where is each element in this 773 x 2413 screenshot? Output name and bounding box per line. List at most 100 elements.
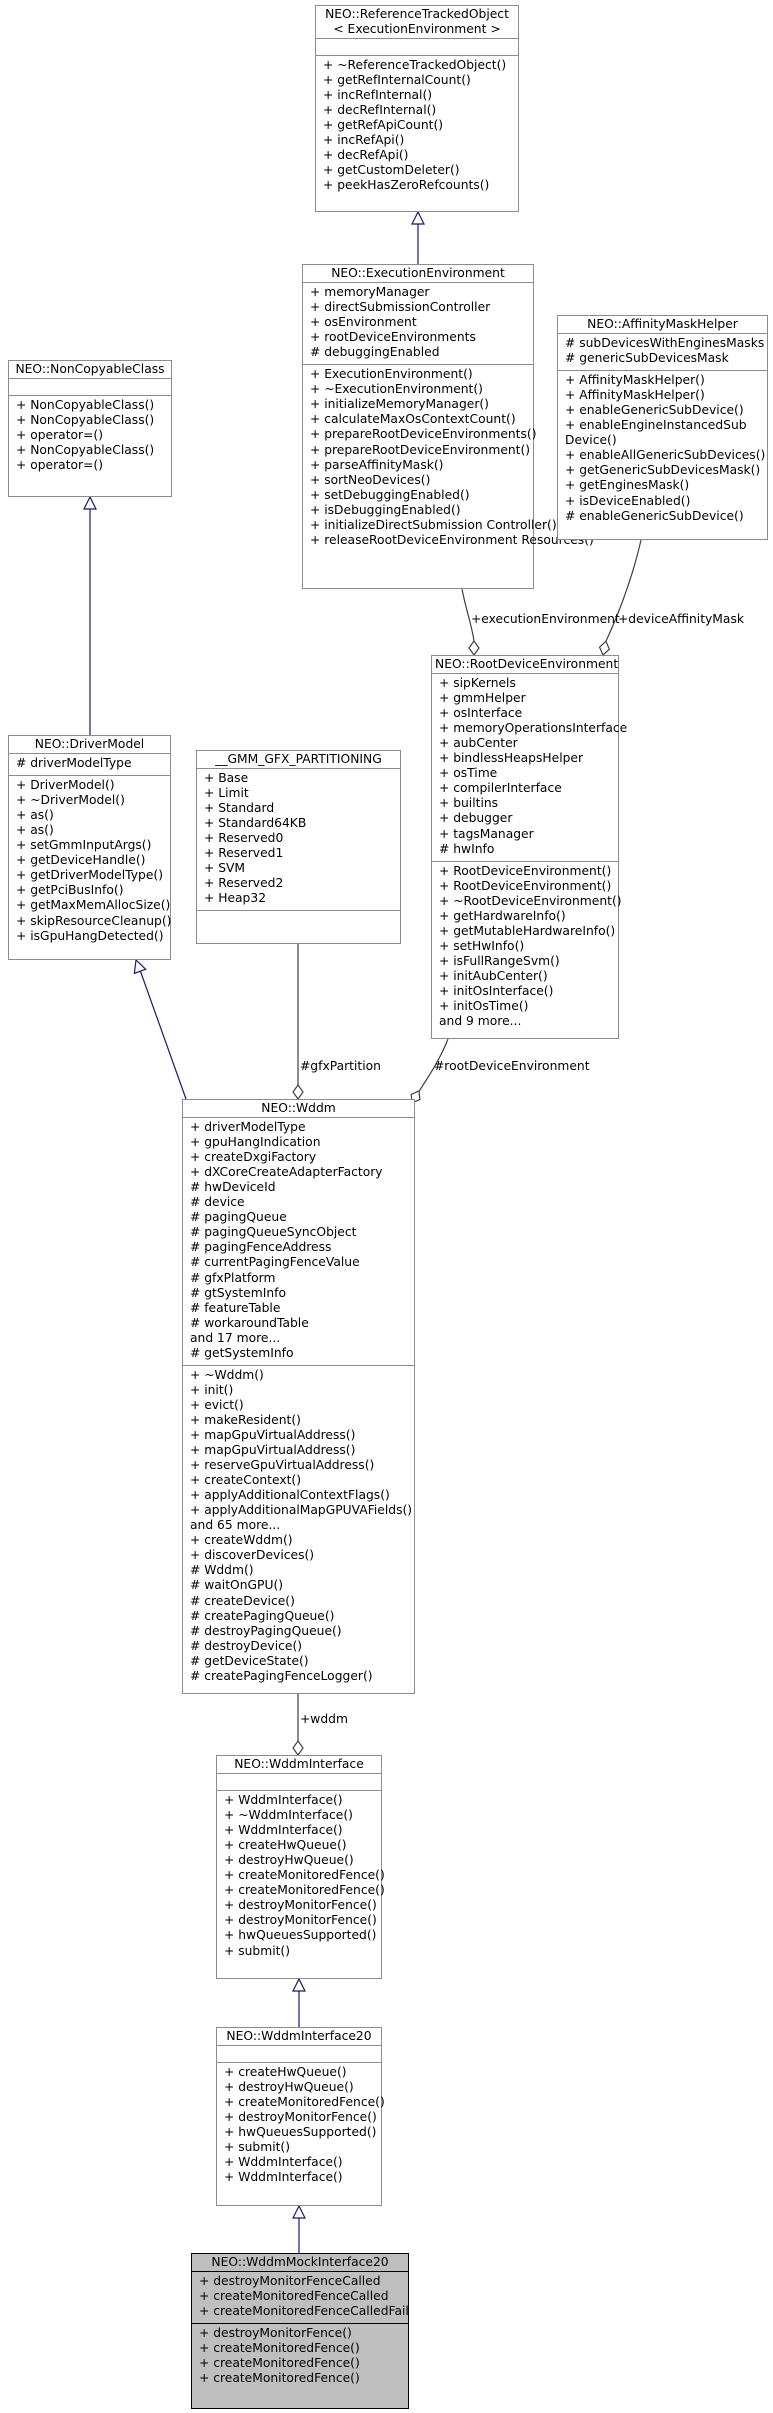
class-operation: + getCustomDeleter(): [323, 163, 460, 178]
class-operation: + createMonitoredFence(): [224, 1883, 385, 1898]
class-operation: + isFullRangeSvm(): [439, 953, 560, 968]
class-title-line: NEO::ExecutionEnvironment: [331, 266, 505, 280]
class-attributes: + memoryManager+ directSubmissionControl…: [303, 283, 533, 366]
class-operation: + submit(): [224, 1943, 291, 1958]
class-operation: + createMonitoredFence(): [199, 2356, 360, 2371]
class-operation: + ExecutionEnvironment(): [310, 367, 473, 382]
class-title: __GMM_GFX_PARTITIONING: [197, 751, 400, 770]
class-attribute: # debuggingEnabled: [310, 345, 440, 360]
class-attribute: + createMonitoredFenceCalledFail: [199, 2304, 409, 2319]
class-attribute: # device: [190, 1195, 245, 1210]
class-attribute: + Standard: [204, 801, 275, 816]
class-operation: + ~ReferenceTrackedObject(): [323, 58, 507, 73]
class-operations: + ~ReferenceTrackedObject()+ getRefInter…: [316, 56, 518, 197]
class-operation: + decRefInternal(): [323, 103, 437, 118]
class-attributes: [316, 39, 518, 57]
class-wddm-interface20[interactable]: NEO::WddmInterface20+ createHwQueue()+ d…: [216, 2027, 385, 2206]
class-operation: + RootDeviceEnvironment(): [439, 863, 612, 878]
class-attribute: # hwInfo: [439, 841, 495, 856]
class-operation: + initializeDirectSubmission Controller(…: [310, 517, 557, 532]
class-attribute: + rootDeviceEnvironments: [310, 330, 476, 345]
class-attribute: + driverModelType: [190, 1120, 306, 1135]
class-attribute: # gtSystemInfo: [190, 1285, 286, 1300]
class-operation: + WddmInterface(): [224, 1823, 343, 1838]
class-operation: + evict(): [190, 1397, 244, 1412]
class-attributes: [217, 1774, 381, 1792]
class-attribute: # gfxPlatform: [190, 1270, 276, 1285]
class-operation: + reserveGpuVirtualAddress(): [190, 1458, 375, 1473]
class-operation: + sortNeoDevices(): [310, 472, 431, 487]
class-attribute: and 17 more...: [190, 1330, 281, 1345]
class-operation: + enableEngineInstancedSub Device(): [565, 418, 747, 448]
class-reference-tracked-object[interactable]: NEO::ReferenceTrackedObject< ExecutionEn…: [315, 5, 519, 212]
class-wddm[interactable]: NEO::Wddm+ driverModelType+ gpuHangIndic…: [182, 1099, 415, 1694]
class-operation: + hwQueuesSupported(): [224, 1928, 377, 1943]
class-operation: + initializeMemoryManager(): [310, 397, 489, 412]
class-operation: + applyAdditionalContextFlags(): [190, 1488, 390, 1503]
class-operations: [197, 911, 400, 927]
class-title-line: NEO::NonCopyableClass: [15, 362, 165, 376]
composition-diamond-icon: [468, 639, 480, 657]
class-attribute: + aubCenter: [439, 736, 518, 751]
class-title: NEO::RootDeviceEnvironment: [432, 656, 618, 675]
class-execution-environment[interactable]: NEO::ExecutionEnvironment+ memoryManager…: [302, 264, 594, 589]
class-operation: # enableGenericSubDevice(): [565, 508, 744, 523]
class-attribute: + Standard64KB: [204, 816, 307, 831]
composition-edge-root-device-environment: [417, 1038, 449, 1094]
class-title: NEO::ReferenceTrackedObject< ExecutionEn…: [316, 6, 518, 40]
class-operations: + ~Wddm()+ init()+ evict()+ makeResident…: [183, 1366, 414, 1688]
class-wddm-mock-interface20[interactable]: NEO::WddmMockInterface20+ destroyMonitor…: [191, 2253, 409, 2409]
class-title-line: NEO::WddmMockInterface20: [211, 2255, 389, 2269]
class-operation: + peekHasZeroRefcounts(): [323, 178, 490, 193]
class-operation: + getGenericSubDevicesMask(): [565, 463, 761, 478]
class-title: NEO::WddmMockInterface20: [192, 2254, 408, 2273]
class-operation: + NonCopyableClass(): [16, 413, 155, 428]
class-operation: + ~DriverModel(): [16, 793, 125, 808]
class-operation: + createHwQueue(): [224, 2065, 347, 2080]
edge-label-gfx-partition: #gfxPartition: [300, 1059, 381, 1073]
class-non-copyable-class[interactable]: NEO::NonCopyableClass+ NonCopyableClass(…: [8, 360, 172, 497]
class-driver-model[interactable]: NEO::DriverModel# driverModelType+ Drive…: [8, 735, 171, 960]
class-operation: + init(): [190, 1382, 234, 1397]
composition-diamond-icon: [292, 1083, 304, 1101]
class-operations: + ExecutionEnvironment()+ ~ExecutionEnvi…: [303, 365, 594, 552]
class-attribute: + destroyMonitorFenceCalled: [199, 2274, 381, 2289]
class-attribute: # getSystemInfo: [190, 1345, 294, 1360]
class-operation: + enableAllGenericSubDevices(): [565, 448, 766, 463]
class-operation: + createContext(): [190, 1473, 302, 1488]
class-operation: + isGpuHangDetected(): [16, 928, 164, 943]
class-operation: + as(): [16, 808, 54, 823]
class-attributes: + sipKernels+ gmmHelper+ osInterface+ me…: [432, 674, 627, 862]
class-operation: + ~Wddm(): [190, 1367, 264, 1382]
inheritance-arrow-icon: [133, 958, 147, 975]
class-title-line: NEO::AffinityMaskHelper: [587, 317, 738, 331]
class-operation: + operator=(): [16, 458, 103, 473]
class-operations: + RootDeviceEnvironment()+ RootDeviceEnv…: [432, 862, 622, 1034]
edge-label-root-device-environment: #rootDeviceEnvironment: [434, 1059, 590, 1073]
class-operation: + RootDeviceEnvironment(): [439, 878, 612, 893]
class-operation: + getRefInternalCount(): [323, 73, 471, 88]
class-attribute: + tagsManager: [439, 826, 534, 841]
class-affinity-mask-helper[interactable]: NEO::AffinityMaskHelper# subDevicesWithE…: [557, 315, 768, 540]
class-operation: + mapGpuVirtualAddress(): [190, 1443, 356, 1458]
class-operation: + initAubCenter(): [439, 968, 548, 983]
class-attribute: + Reserved0: [204, 831, 284, 846]
class-gmm-gfx-partitioning[interactable]: __GMM_GFX_PARTITIONING+ Base+ Limit+ Sta…: [196, 750, 401, 944]
class-wddm-interface[interactable]: NEO::WddmInterface+ WddmInterface()+ ~Wd…: [216, 1755, 385, 1979]
class-operation: + destroyMonitorFence(): [199, 2326, 352, 2341]
class-root-device-environment[interactable]: NEO::RootDeviceEnvironment+ sipKernels+ …: [431, 655, 627, 1039]
class-attributes: + driverModelType+ gpuHangIndication+ cr…: [183, 1118, 414, 1366]
class-operations: + NonCopyableClass()+ NonCopyableClass()…: [9, 396, 171, 477]
class-attribute: + Reserved1: [204, 846, 284, 861]
class-attribute: # subDevicesWithEnginesMasks: [565, 336, 765, 351]
class-operation: + parseAffinityMask(): [310, 457, 444, 472]
class-operation: + getDriverModelType(): [16, 868, 164, 883]
class-attributes: # driverModelType: [9, 754, 170, 777]
class-operation: # waitOnGPU(): [190, 1578, 284, 1593]
class-operation: + createMonitoredFence(): [199, 2371, 360, 2386]
class-attribute: + directSubmissionController: [310, 300, 491, 315]
class-title-line: < ExecutionEnvironment >: [333, 22, 501, 37]
class-title-line: NEO::Wddm: [261, 1101, 336, 1115]
inheritance-arrow-icon: [411, 210, 425, 225]
class-operation: + destroyMonitorFence(): [224, 2110, 377, 2125]
